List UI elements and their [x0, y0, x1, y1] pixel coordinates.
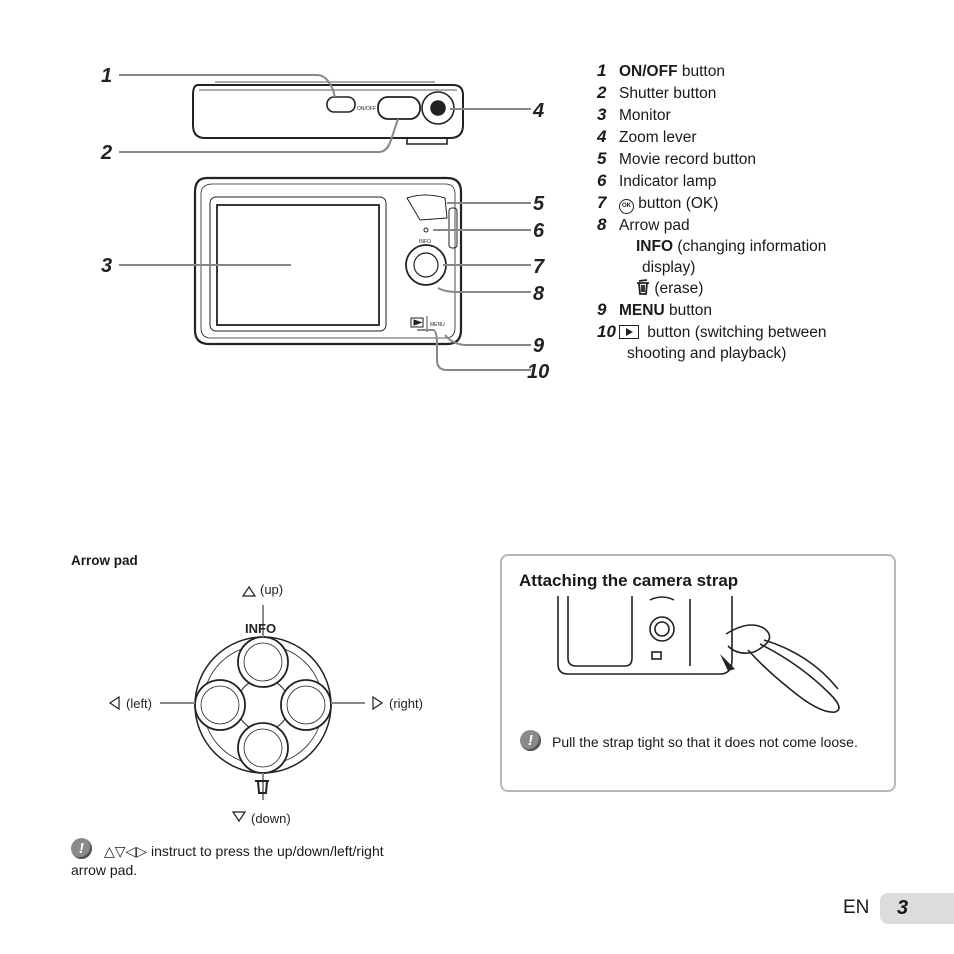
arrow-left-zone — [194, 679, 246, 731]
callout-9: 9 — [533, 335, 545, 357]
up-label: (up) — [260, 582, 283, 597]
strap-box: Attaching the camera strap ! Pull the st… — [500, 554, 896, 792]
strap-illustration — [557, 596, 840, 713]
caution-icon: ! — [71, 838, 92, 859]
camera-top-view — [192, 81, 464, 145]
trash-icon — [255, 780, 269, 794]
list-subitem: (erase) — [597, 278, 897, 299]
triangle-up-icon — [241, 585, 257, 597]
camera-diagram: ON/OFF INFO MENU 1 2 3 4 5 6 7 — [100, 65, 549, 383]
arrow-pad-diagram: INFO (up) (down) (left) (right) — [108, 582, 423, 826]
ok-button — [413, 252, 439, 278]
play-icon — [619, 325, 639, 339]
callout-1: 1 — [101, 65, 112, 87]
camera-back-view — [193, 176, 463, 346]
ok-icon: OK — [619, 199, 634, 214]
triangle-left-icon — [108, 695, 120, 711]
callout-5: 5 — [533, 193, 545, 215]
callout-8: 8 — [533, 283, 545, 305]
direction-symbols: △▽◁▷ — [104, 843, 148, 859]
callout-10: 10 — [527, 361, 549, 383]
arrow-up-zone — [237, 636, 289, 688]
triangle-down-icon — [231, 811, 247, 823]
left-label: (left) — [126, 696, 152, 711]
page-number: 3 — [880, 893, 954, 924]
caution-icon: ! — [520, 730, 541, 751]
callout-4: 4 — [532, 100, 544, 122]
arrow-right-zone — [280, 679, 332, 731]
strap-note-text: Pull the strap tight so that it does not… — [552, 734, 858, 750]
menu-label: MENU — [430, 322, 445, 328]
down-label: (down) — [251, 811, 291, 826]
arrow-pad-heading: Arrow pad — [71, 553, 138, 568]
note-text: instruct to press the up/down/left/right — [150, 843, 384, 859]
strap-title: Attaching the camera strap — [519, 571, 739, 590]
info-pad-label: INFO — [245, 621, 276, 636]
callout-7: 7 — [533, 256, 545, 278]
list-subitem: INFO (changing information — [636, 238, 827, 255]
arrow-down-zone — [237, 722, 289, 774]
callout-2: 2 — [100, 142, 112, 164]
callout-6: 6 — [533, 220, 545, 242]
arrow-pad — [405, 244, 447, 286]
info-label: INFO — [419, 239, 431, 245]
leader-lines — [119, 74, 531, 371]
onoff-label: ON/OFF — [357, 106, 376, 112]
right-label: (right) — [389, 696, 423, 711]
list-subitem-cont: display) — [642, 259, 696, 276]
triangle-right-icon — [372, 695, 384, 711]
language-label: EN — [843, 897, 870, 918]
list-item-cont: shooting and playback) — [627, 345, 787, 362]
note-text-cont: arrow pad. — [71, 862, 138, 878]
list-item: 10 button (switching between — [597, 322, 827, 341]
callout-3: 3 — [101, 255, 112, 277]
trash-icon — [637, 279, 649, 295]
